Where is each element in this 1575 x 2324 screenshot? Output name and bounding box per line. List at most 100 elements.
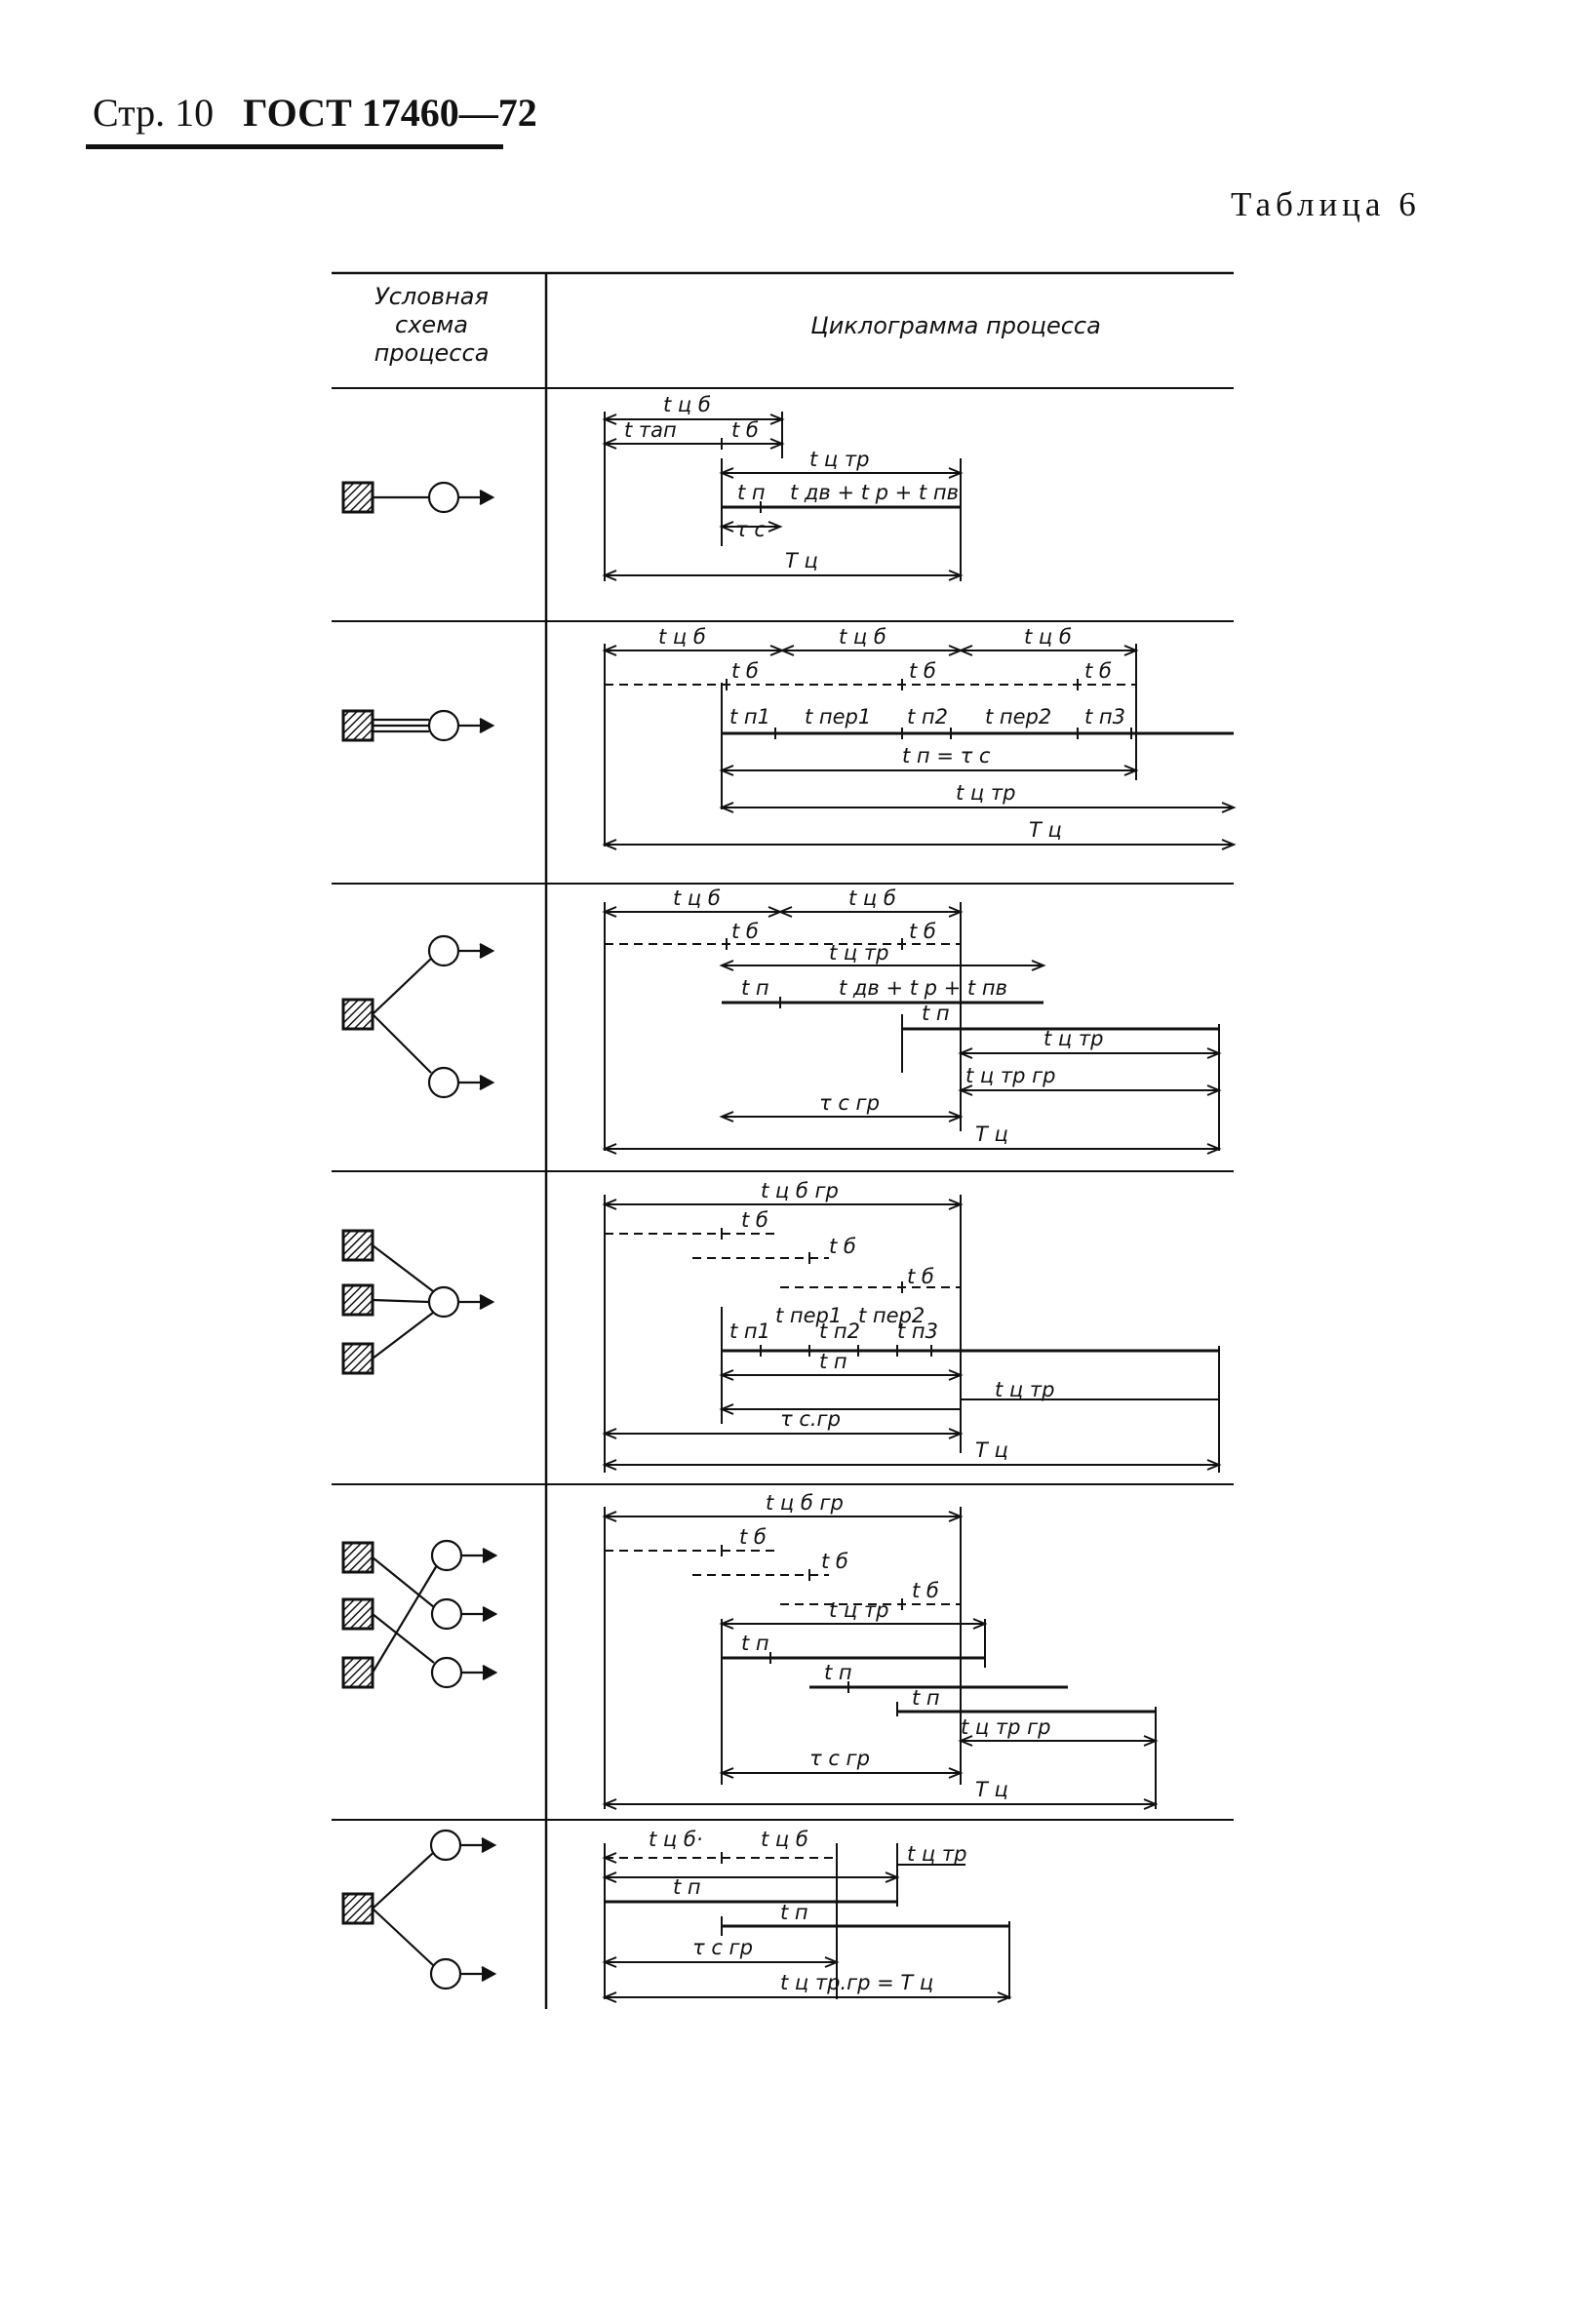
cyclogram-label: T ц [975,1778,1008,1801]
arrowhead [885,1871,900,1883]
cyclogram-label: t п3 [1084,705,1125,729]
arrowhead [958,645,973,656]
arrowhead [948,906,964,918]
scheme-row-6 [341,1829,497,1990]
scheme-row-5 [341,1539,498,1689]
arrowhead [1221,802,1237,813]
cyclogram-label: t ц б [658,625,706,649]
cyclogram-label: T ц [975,1123,1008,1146]
cyclogram-label: t тап [624,418,677,442]
arrowhead [719,1767,734,1779]
column-header-scheme: Условная схема процесса [374,283,490,367]
arrowhead [948,1111,964,1123]
cyclogram-label: t п [780,1901,808,1924]
page-header: Стр. 10 ГОСТ 17460—72 [93,90,537,136]
cyclogram-label: t ц тр.гр = T ц [780,1971,933,1994]
arrowhead [1031,960,1046,971]
arrowhead [958,1047,973,1059]
cyclogram-label: t ц б· [649,1828,703,1851]
arrowhead [1206,1047,1222,1059]
cyclogram-label: t п1 [729,705,770,729]
cyclogram-label: t б [741,1208,768,1232]
arrowhead [602,570,617,581]
scheme-row-2 [341,709,495,742]
arrowhead [602,1871,617,1883]
cyclogram-label: t б [1084,659,1112,683]
cyclogram-label: t б [731,418,759,442]
cyclogram-label: t ц тр [1043,1027,1103,1050]
cyclogram-label: t ц тр [956,781,1015,805]
column-header-cyclogram: Циклограмма процесса [810,312,1101,339]
cyclogram-label: t ц б [673,886,721,910]
cyclogram-label: T ц [785,549,818,572]
cyclogram-label: t ц б [1024,625,1072,649]
cyclogram-label: t пер1 [775,1304,842,1327]
arrowhead [948,570,964,581]
arrowhead [602,1991,617,2003]
arrowhead [719,802,734,813]
cyclogram-label: t ц тр [809,448,869,471]
cyclogram-label: t п [912,1686,940,1710]
arrowhead [1143,1735,1159,1747]
arrowhead [1123,645,1139,656]
cyclogram-label: t б [731,920,759,943]
arrowhead [719,960,734,971]
cyclogram-label: τ с.гр [780,1407,841,1431]
arrowhead [602,1798,617,1810]
arrowhead [602,906,617,918]
arrowhead [948,467,964,479]
cyclogram-label: t ц б [839,625,886,649]
cyclogram-label: t б [739,1525,767,1549]
cyclogram-label: t п = τ с [902,744,991,768]
arrowhead [948,1428,964,1439]
cyclogram-label: t ц б [663,393,711,416]
arrowhead [1206,1459,1222,1471]
standard-number: ГОСТ 17460—72 [243,91,537,135]
cyclogram-label: t б [829,1235,856,1258]
arrowhead [769,438,785,450]
arrowhead [824,1956,840,1968]
cyclogram-label: t ц б гр [761,1179,839,1202]
cyclogram-label: t пер2 [858,1304,925,1327]
cyclogram-label: τ с гр [692,1936,753,1959]
arrowhead [602,1143,617,1155]
cyclogram-label: t ц тр [829,1598,888,1622]
arrowhead [948,1199,964,1210]
cyclogram-label: T ц [975,1438,1008,1462]
cyclogram-label: t п [741,1632,769,1655]
cyclogram-label: t ц тр [829,941,888,965]
cyclogram-label: t ц тр гр [965,1064,1055,1087]
cyclogram-label: t ц б [761,1828,808,1851]
arrowhead [602,1199,617,1210]
cyclogram-label: t п [741,976,769,1000]
header-underline [86,144,503,149]
cyclogram-label: t п2 [907,705,948,729]
arrowhead [958,1084,973,1096]
cyclograms [602,412,1237,2003]
cyclogram-label: t пер1 [805,705,871,729]
cyclogram-label: t б [912,1579,939,1602]
cyclogram-label: t ц б [848,886,896,910]
arrowhead [602,438,617,450]
arrowhead [602,645,617,656]
arrowhead [948,1511,964,1522]
cyclogram-label: t пер2 [985,705,1051,729]
cyclogram-label: τ с [735,518,766,541]
arrowhead [602,1852,617,1864]
cyclogram-label: t ц тр гр [961,1715,1050,1739]
cyclogram-label: t п3 [897,1320,938,1343]
cyclogram-label: t п [824,1661,852,1684]
arrowhead [1123,765,1139,776]
arrowhead [1206,1143,1222,1155]
cyclogram-label: T ц [1029,818,1062,842]
scheme-row-4 [341,1229,495,1375]
arrowhead [768,521,783,532]
cyclogram-label: t п [673,1875,701,1899]
cyclogram-label: τ с гр [809,1747,870,1770]
cyclogram-label: t п [922,1002,950,1025]
cyclogram-label: t п2 [819,1320,860,1343]
cyclogram-label: t п [819,1350,847,1373]
arrowhead [719,521,734,532]
arrowhead [719,1111,734,1123]
